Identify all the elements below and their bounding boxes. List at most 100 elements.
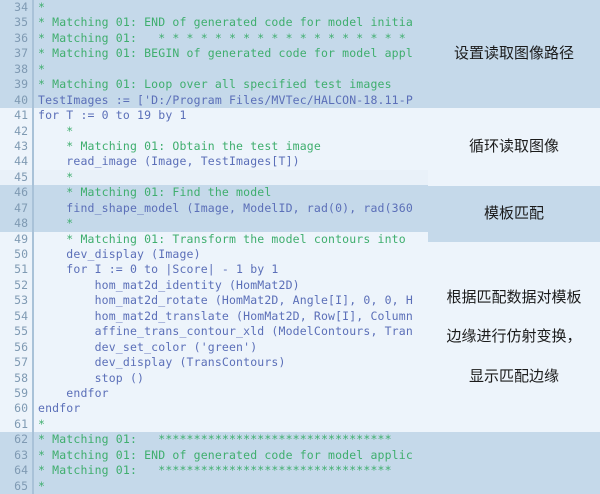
- code-line[interactable]: 42 *: [0, 123, 428, 139]
- code-line[interactable]: 34*: [0, 0, 428, 16]
- line-number: 64: [14, 463, 28, 478]
- code-line[interactable]: 45 *: [0, 169, 428, 186]
- code-line[interactable]: 56 dev_set_color ('green'): [0, 339, 428, 356]
- code-text[interactable]: *: [38, 169, 74, 184]
- code-text[interactable]: * Matching 01: *************************…: [38, 432, 392, 447]
- code-line[interactable]: 65*: [0, 478, 428, 494]
- line-number: 39: [14, 77, 28, 92]
- code-text[interactable]: dev_display (TransContours): [38, 355, 286, 370]
- code-text[interactable]: for I := 0 to |Score| - 1 by 1: [38, 262, 279, 277]
- code-text[interactable]: *: [38, 416, 46, 431]
- code-text[interactable]: * Matching 01: Find the model: [38, 185, 272, 200]
- line-number: 61: [14, 416, 28, 431]
- code-text[interactable]: hom_mat2d_rotate (HomMat2D, Angle[I], 0,…: [38, 293, 413, 308]
- code-line[interactable]: 44 read_image (Image, TestImages[T]): [0, 154, 428, 170]
- code-line[interactable]: 46 * Matching 01: Find the model: [0, 185, 428, 201]
- code-text[interactable]: find_shape_model (Image, ModelID, rad(0)…: [38, 200, 413, 215]
- code-text[interactable]: *: [38, 61, 46, 76]
- line-number: 47: [14, 200, 28, 215]
- code-text[interactable]: TestImages := ['D:/Program Files/MVTec/H…: [38, 92, 413, 107]
- code-line[interactable]: 50 dev_display (Image): [0, 247, 428, 263]
- code-text[interactable]: * Matching 01: * * * * * * * * * * * * *…: [38, 30, 406, 45]
- code-text[interactable]: hom_mat2d_identity (HomMat2D): [38, 277, 300, 292]
- line-number: 48: [14, 216, 28, 231]
- line-number: 37: [14, 46, 28, 61]
- line-number: 56: [14, 339, 28, 354]
- code-line[interactable]: 49 * Matching 01: Transform the model co…: [0, 231, 428, 247]
- line-number: 51: [14, 262, 28, 277]
- line-number: 54: [14, 308, 28, 323]
- code-text[interactable]: dev_set_color ('green'): [38, 339, 258, 354]
- code-line[interactable]: 38*: [0, 61, 428, 78]
- line-number: 41: [14, 108, 28, 123]
- code-text[interactable]: endfor: [38, 385, 109, 400]
- line-number: 42: [14, 123, 28, 138]
- line-number: 40: [14, 92, 28, 107]
- code-line[interactable]: 59 endfor: [0, 385, 428, 402]
- code-line[interactable]: 37 * Matching 01: BEGIN of generated code…: [0, 46, 428, 62]
- line-number: 35: [14, 15, 28, 30]
- code-text[interactable]: * Matching 01: BEGIN of generated code f…: [38, 46, 413, 61]
- code-text[interactable]: *: [38, 478, 46, 493]
- gutter-separator: [32, 30, 34, 47]
- code-line[interactable]: 58 stop (): [0, 370, 428, 386]
- gutter-separator: [32, 200, 34, 217]
- code-line[interactable]: 63* Matching 01: END of generated code f…: [0, 447, 428, 464]
- code-line[interactable]: 39 * Matching 01: Loop over all specified…: [0, 77, 428, 93]
- code-text[interactable]: endfor: [38, 401, 81, 416]
- code-line[interactable]: 57 dev_display (TransContours): [0, 355, 428, 371]
- code-text[interactable]: affine_trans_contour_xld (ModelContours,…: [38, 324, 413, 339]
- gutter-separator: [32, 308, 34, 325]
- annotation-text: 循环读取图像: [468, 137, 559, 156]
- annotation-text: 模板匹配: [483, 204, 544, 223]
- code-text[interactable]: * Matching 01: Loop over all specified t…: [38, 77, 392, 92]
- code-editor-panel[interactable]: 34*35 * Matching 01: END of generated cod…: [0, 0, 428, 494]
- code-line[interactable]: 48 *: [0, 216, 428, 232]
- code-line[interactable]: 54 hom_mat2d_translate (HomMat2D, Row[I]…: [0, 308, 428, 325]
- gutter-separator: [32, 277, 34, 294]
- code-line[interactable]: 61 *: [0, 416, 428, 433]
- code-text[interactable]: hom_mat2d_translate (HomMat2D, Row[I], C…: [38, 308, 413, 323]
- code-line[interactable]: 36* Matching 01: * * * * * * * * * * * *…: [0, 30, 428, 47]
- code-text[interactable]: * Matching 01: *************************…: [38, 463, 392, 478]
- code-text[interactable]: read_image (Image, TestImages[T]): [38, 154, 300, 169]
- gutter-separator: [32, 154, 34, 170]
- code-line[interactable]: 40 TestImages := ['D:/Program Files/MVTec…: [0, 92, 428, 109]
- line-number: 60: [14, 401, 28, 416]
- gutter-separator: [32, 262, 34, 278]
- code-line[interactable]: 43 * Matching 01: Obtain the test image: [0, 138, 428, 155]
- gutter-separator: [32, 108, 34, 124]
- code-line[interactable]: 62* Matching 01: ***********************…: [0, 432, 428, 448]
- gutter-separator: [32, 355, 34, 371]
- code-line[interactable]: 64 * Matching 01: ***********************…: [0, 463, 428, 479]
- code-line[interactable]: 51 for I := 0 to |Score| - 1 by 1: [0, 262, 428, 278]
- line-number: 43: [14, 138, 28, 153]
- code-text[interactable]: * Matching 01: Transform the model conto…: [38, 231, 406, 246]
- code-line[interactable]: 53 hom_mat2d_rotate (HomMat2D, Angle[I],…: [0, 293, 428, 309]
- code-line[interactable]: 47 find_shape_model (Image, ModelID, rad…: [0, 200, 428, 217]
- code-text[interactable]: *: [38, 216, 74, 231]
- code-line[interactable]: 60 endfor: [0, 401, 428, 417]
- gutter-separator: [32, 231, 34, 247]
- code-text[interactable]: *: [38, 123, 74, 138]
- code-line[interactable]: 55 affine_trans_contour_xld (ModelContou…: [0, 324, 428, 340]
- code-line[interactable]: 52 hom_mat2d_identity (HomMat2D): [0, 277, 428, 294]
- gutter-separator: [32, 293, 34, 309]
- code-text[interactable]: dev_display (Image): [38, 247, 201, 261]
- gutter-separator: [32, 463, 34, 479]
- gutter-separator: [32, 15, 34, 31]
- code-line[interactable]: 35 * Matching 01: END of generated code f…: [0, 15, 428, 31]
- gutter-separator: [32, 0, 34, 16]
- code-text[interactable]: stop (): [38, 370, 145, 385]
- code-line[interactable]: 41 for T := 0 to 19 by 1: [0, 108, 428, 124]
- gutter-separator: [32, 432, 34, 448]
- code-text[interactable]: * Matching 01: Obtain the test image: [38, 138, 321, 153]
- code-text[interactable]: * Matching 01: END of generated code for…: [38, 15, 413, 30]
- annotation-text: 边缘进行仿射变换，: [446, 327, 582, 346]
- annotation-affine-transform-display: 根据匹配数据对模板边缘进行仿射变换，显示匹配边缘: [428, 242, 600, 432]
- code-text[interactable]: for T := 0 to 19 by 1: [38, 108, 187, 123]
- code-text[interactable]: *: [38, 0, 46, 14]
- code-text[interactable]: * Matching 01: END of generated code for…: [38, 447, 413, 462]
- gutter-separator: [32, 339, 34, 356]
